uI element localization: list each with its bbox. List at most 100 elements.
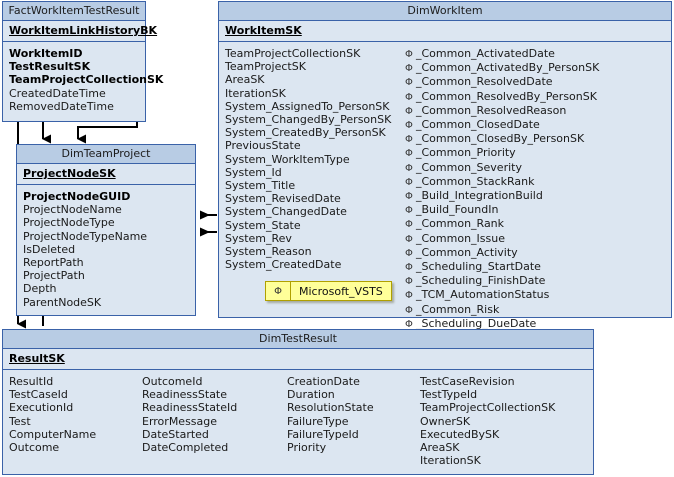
- phi-icon: Φ: [405, 304, 413, 316]
- phi-icon: Φ: [405, 219, 413, 231]
- phi-icon: Φ: [405, 290, 413, 302]
- field-row: Φ_Common_Priority: [405, 146, 599, 160]
- field-row: ReadinessState: [142, 388, 228, 402]
- field-label: _Scheduling_DueDate: [416, 316, 537, 330]
- entity-dim-work-item[interactable]: DimWorkItem WorkItemSK TeamProjectCollec…: [218, 1, 672, 330]
- entity-title: DimWorkItem: [219, 2, 671, 21]
- field-label: _Common_ResolvedBy_PersonSK: [416, 89, 597, 103]
- field-row: ProjectNodeGUID: [23, 190, 131, 203]
- field-label: _Build_FoundIn: [416, 203, 499, 217]
- field-row: Φ_Scheduling_FinishDate: [405, 274, 599, 288]
- field-row: FailureTypeId: [287, 427, 359, 441]
- field-row: ProjectNodeName: [23, 203, 122, 217]
- primary-key-field: WorkItemLinkHistoryBK: [3, 21, 157, 42]
- field-row: TestCaseId: [9, 388, 68, 402]
- field-row: Φ_Common_StackRank: [405, 175, 599, 189]
- phi-icon: Φ: [405, 276, 413, 288]
- field-row: ReadinessStateId: [142, 401, 238, 415]
- field-row: Φ_TCM_AutomationStatus: [405, 288, 599, 302]
- field-column-left: TeamProjectCollectionSK TeamProjectSK Ar…: [225, 47, 405, 271]
- entity-fact-work-item-test-result[interactable]: FactWorkItemTestResult WorkItemLinkHisto…: [2, 1, 163, 123]
- field-row: IterationSK: [225, 86, 286, 100]
- field-row: System_WorkItemType: [225, 152, 350, 166]
- field-label: _Common_ResolvedReason: [416, 103, 567, 117]
- field-row: Φ_Common_Issue: [405, 232, 599, 246]
- field-row: Φ_Build_IntegrationBuild: [405, 189, 599, 203]
- phi-icon: Φ: [405, 233, 413, 245]
- phi-icon: Φ: [405, 148, 413, 160]
- field-label: _Build_IntegrationBuild: [416, 189, 543, 203]
- field-row: Φ_Common_Rank: [405, 217, 599, 231]
- field-row: Φ_Common_ResolvedBy_PersonSK: [405, 90, 599, 104]
- field-row: OutcomeId: [142, 375, 203, 388]
- field-row: AreaSK: [225, 73, 265, 87]
- field-label: _Common_Rank: [416, 217, 505, 231]
- field-row: Depth: [23, 282, 57, 296]
- entity-field-list: ProjectNodeGUID ProjectNodeName ProjectN…: [17, 185, 195, 315]
- field-row: Φ_Common_Severity: [405, 161, 599, 175]
- entity-field-list: ResultId TestCaseId ExecutionId Test Com…: [3, 370, 593, 473]
- field-row: TeamProjectCollectionSK: [420, 401, 556, 415]
- field-label: _Common_ActivatedBy_PersonSK: [416, 61, 600, 75]
- phi-icon: Φ: [405, 318, 413, 330]
- field-row: Test: [9, 414, 31, 428]
- field-row: ReportPath: [23, 256, 84, 270]
- primary-key-field: WorkItemSK: [219, 21, 671, 42]
- phi-icon: Φ: [405, 49, 413, 60]
- field-row: ResultId: [9, 375, 54, 388]
- field-column-right: Φ_Common_ActivatedDate Φ_Common_Activate…: [405, 47, 599, 331]
- field-column-3: CreationDate Duration ResolutionState Fa…: [287, 375, 420, 454]
- field-row: PreviousState: [225, 139, 301, 153]
- field-label: _Common_Risk: [416, 302, 500, 316]
- phi-icon: Φ: [405, 162, 413, 174]
- field-row: Φ_Common_ActivatedBy_PersonSK: [405, 61, 599, 75]
- field-row: TestTypeId: [420, 388, 478, 402]
- field-row: ResolutionState: [287, 401, 374, 415]
- phi-icon: Φ: [405, 205, 413, 217]
- field-row: System_ChangedBy_PersonSK: [225, 113, 392, 127]
- primary-key-field: ResultSK: [3, 349, 593, 370]
- field-row: System_AssignedTo_PersonSK: [225, 99, 390, 113]
- phi-icon: Φ: [405, 105, 413, 117]
- phi-icon: Φ: [405, 134, 413, 146]
- field-column-1: ResultId TestCaseId ExecutionId Test Com…: [9, 375, 142, 454]
- primary-key-field: ProjectNodeSK: [17, 164, 195, 185]
- entity-dim-test-result[interactable]: DimTestResult ResultSK ResultId TestCase…: [2, 329, 594, 475]
- field-row: Φ_Build_FoundIn: [405, 203, 599, 217]
- field-label: _Common_ClosedBy_PersonSK: [416, 132, 585, 146]
- field-row: ErrorMessage: [142, 414, 218, 428]
- field-row: System_Id: [225, 165, 282, 179]
- phi-icon: Φ: [405, 91, 413, 103]
- phi-icon: Φ: [266, 282, 291, 300]
- field-row: CreatedDateTime: [9, 86, 106, 100]
- field-row: ExecutionId: [9, 401, 74, 415]
- field-column-4: TestCaseRevision TestTypeId TeamProjectC…: [420, 375, 555, 467]
- entity-title: FactWorkItemTestResult: [3, 2, 145, 21]
- phi-icon: Φ: [405, 120, 413, 132]
- legend-label: Microsoft_VSTS: [299, 284, 383, 298]
- entity-dim-team-project[interactable]: DimTeamProject ProjectNodeSK ProjectNode…: [16, 144, 196, 316]
- field-row: ExecutedBySK: [420, 427, 500, 441]
- field-row: TeamProjectCollectionSK: [225, 47, 361, 60]
- phi-icon: Φ: [405, 262, 413, 274]
- entity-field-list: TeamProjectCollectionSK TeamProjectSK Ar…: [219, 42, 671, 337]
- field-row: IsDeleted: [23, 242, 76, 256]
- field-label: _Scheduling_FinishDate: [416, 274, 546, 288]
- legend-callout-microsoft-vsts[interactable]: Φ Microsoft_VSTS: [265, 281, 392, 301]
- field-label: _Common_Priority: [416, 146, 516, 160]
- entity-field-list: WorkItemID TestResultSK TeamProjectColle…: [3, 42, 163, 121]
- field-row: TestResultSK: [9, 60, 91, 74]
- entity-title: DimTestResult: [3, 330, 593, 349]
- phi-icon: Φ: [405, 191, 413, 203]
- field-row: System_CreatedDate: [225, 258, 342, 272]
- field-row: System_Rev: [225, 231, 292, 245]
- field-row: FailureType: [287, 414, 349, 428]
- field-row: Φ_Common_ClosedBy_PersonSK: [405, 132, 599, 146]
- field-row: ProjectPath: [23, 269, 85, 283]
- phi-icon: Φ: [405, 63, 413, 75]
- field-row: Priority: [287, 441, 327, 455]
- field-row: DateCompleted: [142, 441, 229, 455]
- field-label: _Scheduling_StartDate: [416, 260, 541, 274]
- field-label: _Common_Activity: [416, 245, 518, 259]
